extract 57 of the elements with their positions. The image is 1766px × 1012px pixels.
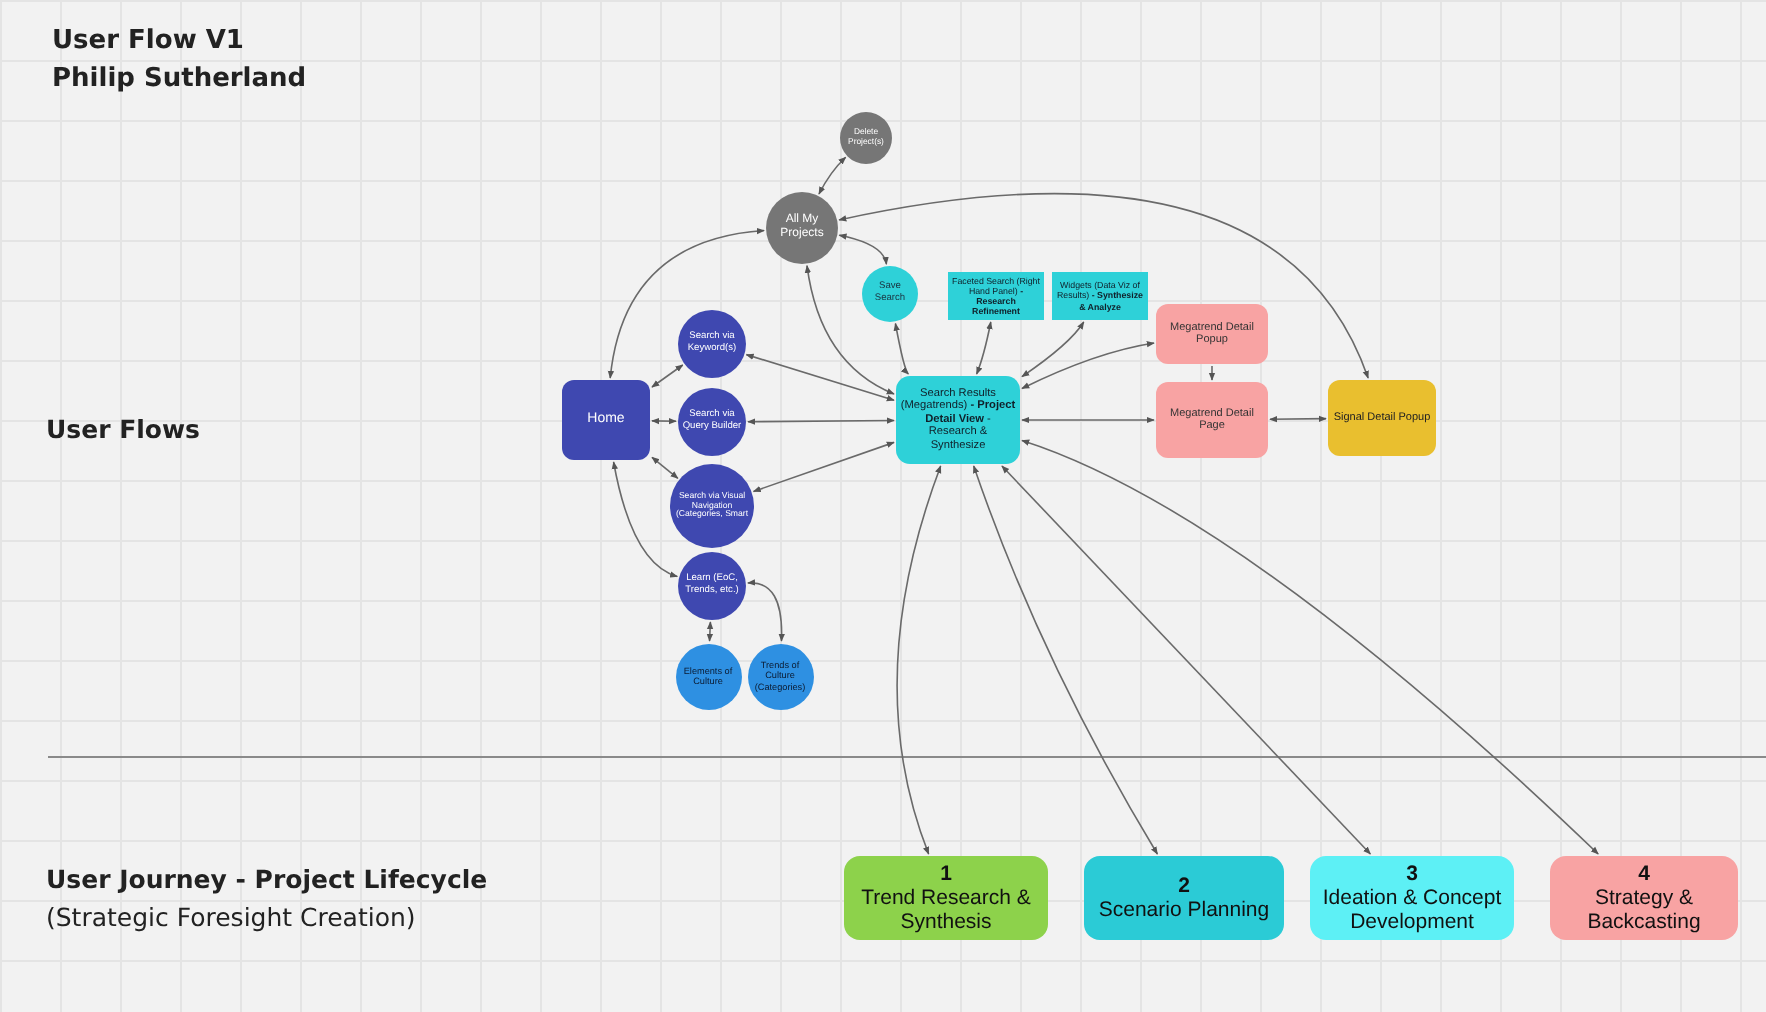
arrow — [611, 461, 679, 578]
arrow — [1021, 341, 1155, 390]
arrow — [752, 441, 895, 493]
phase-box — [1084, 856, 1284, 940]
process-box — [1328, 380, 1436, 456]
arrow — [896, 465, 942, 855]
arrow — [818, 156, 847, 195]
process-circle — [678, 552, 746, 620]
process-circle — [670, 464, 754, 548]
process-box — [1052, 272, 1148, 320]
process-box — [896, 376, 1020, 464]
step-number: 2 — [1178, 873, 1190, 898]
arrow — [651, 364, 684, 388]
arrow — [1208, 365, 1216, 381]
step-number: 3 — [1406, 861, 1418, 886]
process-circle — [747, 643, 813, 709]
section-subtitle: (Strategic Foresight Creation) — [46, 902, 416, 932]
arrow — [747, 417, 895, 425]
process-circle — [678, 310, 746, 378]
node-label: Strategy & Backcasting — [1585, 885, 1703, 935]
arrow — [747, 579, 785, 642]
arrow — [972, 465, 1159, 855]
process-box — [1156, 382, 1268, 458]
phase-box — [1550, 856, 1738, 940]
section-label: User Flows — [46, 414, 200, 444]
process-circle — [766, 192, 838, 264]
arrow — [745, 353, 895, 402]
arrow — [975, 321, 993, 375]
process-circle — [840, 112, 892, 164]
process-circle — [675, 643, 741, 709]
step-number: 1 — [940, 861, 952, 886]
arrow — [838, 193, 1369, 379]
arrow — [1021, 321, 1085, 378]
arrow — [893, 322, 910, 375]
process-box — [562, 380, 650, 460]
step-number: 4 — [1638, 861, 1650, 886]
phase-box — [844, 856, 1048, 940]
section-label: User Journey - Project Lifecycle — [46, 864, 488, 894]
process-circle — [678, 388, 746, 456]
arrow — [805, 264, 895, 395]
diagram-title: User Flow V1 — [52, 26, 244, 56]
phase-box — [1310, 856, 1514, 940]
node-label: Ideation & Concept Development — [1320, 885, 1504, 935]
process-circle — [862, 266, 918, 322]
node-label: Scenario Planning — [1098, 898, 1270, 923]
arrow — [1001, 465, 1372, 855]
arrow — [608, 228, 765, 379]
arrow — [1021, 416, 1155, 424]
arrow — [706, 621, 714, 642]
arrow — [651, 456, 679, 480]
author-name: Philip Sutherland — [52, 64, 307, 94]
process-box — [1156, 304, 1268, 364]
arrow — [838, 233, 889, 265]
arrow — [651, 417, 677, 425]
node-label: Trend Research & Synthesis — [859, 885, 1033, 935]
arrow — [1269, 415, 1327, 423]
arrow — [1021, 439, 1599, 855]
